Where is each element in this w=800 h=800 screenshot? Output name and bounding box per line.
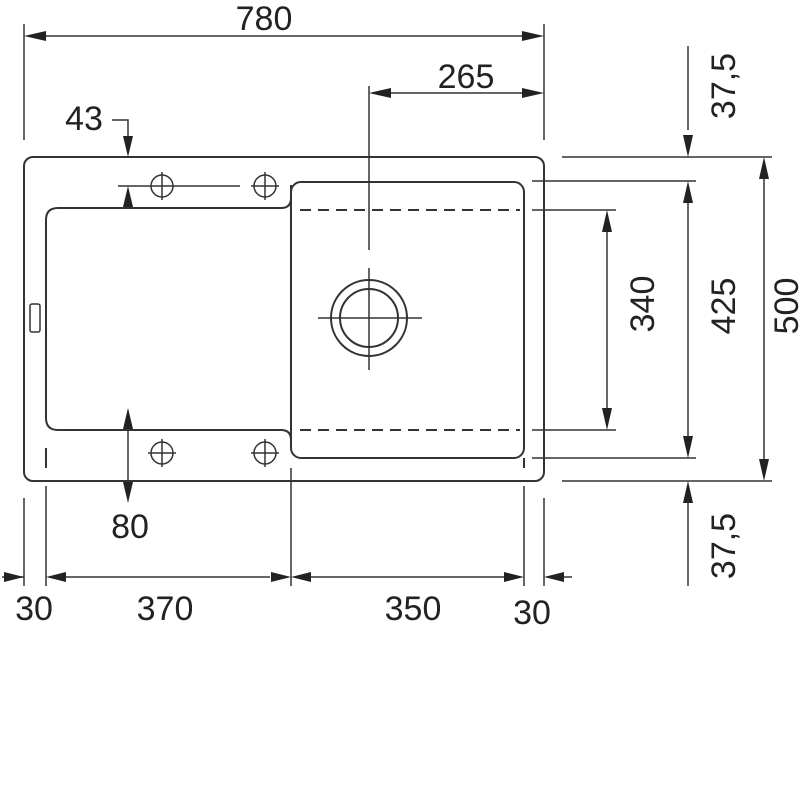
tap-hole-top-left bbox=[148, 172, 176, 200]
dim-edge-top-label: 37,5 bbox=[705, 53, 743, 119]
overflow-slot bbox=[29, 303, 41, 333]
dim-margin-right-label: 30 bbox=[513, 594, 551, 632]
tap-hole-bottom-left bbox=[148, 439, 176, 467]
dim-hole-offset-bottom: 80 bbox=[111, 408, 149, 546]
dim-overall-depth: 500 bbox=[759, 157, 800, 481]
dim-bowl-center-offset-label: 265 bbox=[438, 58, 495, 96]
dim-bowl-depth-label: 340 bbox=[624, 276, 662, 333]
tap-hole-bottom-right bbox=[251, 439, 279, 467]
drainer-board-outline bbox=[45, 185, 292, 448]
dim-bowl-depth: 340 bbox=[602, 210, 662, 430]
dim-overall-width-label: 780 bbox=[236, 0, 293, 38]
dim-bowl-width-label: 350 bbox=[385, 590, 442, 628]
tap-holes bbox=[148, 172, 279, 467]
dim-hole-offset-top-label: 43 bbox=[65, 100, 103, 138]
dim-overall-width: 780 bbox=[23, 0, 545, 140]
dim-bottom-chain: 30 370 350 30 bbox=[2, 572, 572, 632]
bowl-outline bbox=[290, 181, 525, 459]
dim-inner-height-label: 425 bbox=[705, 278, 743, 335]
dim-bowl-center-offset: 265 bbox=[368, 58, 544, 250]
dim-hole-offset-top: 43 bbox=[65, 100, 148, 207]
dim-edge-bottom-label: 37,5 bbox=[705, 513, 743, 579]
right-extension-lines bbox=[532, 156, 772, 482]
sink-outer-outline bbox=[23, 156, 545, 482]
dim-drainer-width-label: 370 bbox=[137, 590, 194, 628]
dim-hole-offset-bottom-label: 80 bbox=[111, 508, 149, 546]
sink-body bbox=[23, 156, 545, 482]
dim-inner-height: 37,5 425 37,5 bbox=[683, 46, 743, 586]
bottom-extension-lines bbox=[23, 468, 545, 586]
dim-overall-depth-label: 500 bbox=[768, 278, 800, 335]
tap-hole-top-right bbox=[251, 172, 279, 200]
dim-margin-left-label: 30 bbox=[15, 590, 53, 628]
